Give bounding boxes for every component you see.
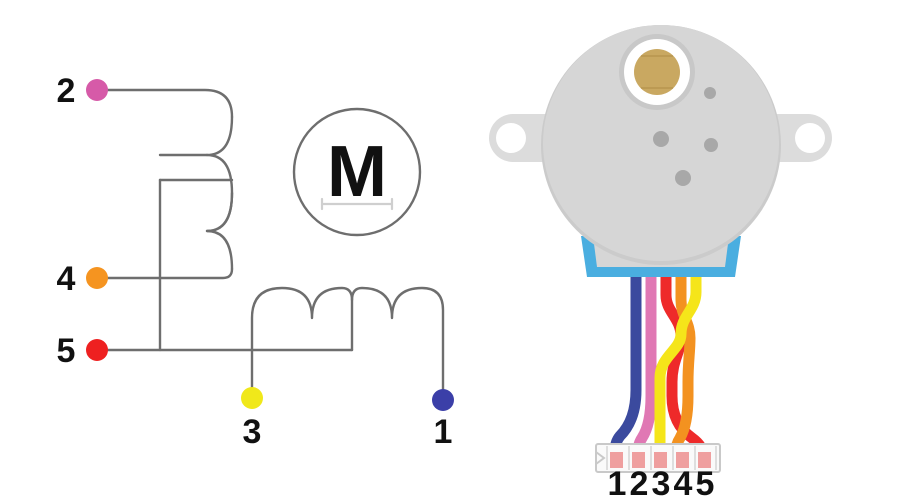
- motor-body: [489, 25, 832, 277]
- contact-pad-1: [610, 452, 623, 468]
- winding-paths: [95, 88, 445, 402]
- connector-contact-pads: [610, 452, 711, 468]
- contact-pad-5: [698, 452, 711, 468]
- contact-pad-2: [632, 452, 645, 468]
- blue-wire: [609, 258, 642, 462]
- lead-pin4: [95, 267, 234, 280]
- coil-horizontal-left: [250, 286, 354, 352]
- mounting-hole-right: [795, 123, 825, 153]
- terminal-dot-2[interactable]: [86, 79, 108, 101]
- schematic-terminals: 2 4 5 3 1: [57, 72, 454, 451]
- terminal-label-3: 3: [243, 413, 262, 451]
- terminal-dot-3[interactable]: [241, 387, 263, 409]
- connector-pin-label-3: 3: [652, 465, 671, 500]
- yellow-wire: [654, 258, 702, 462]
- dimple-centre-right: [704, 138, 718, 152]
- motor-symbol: M: [292, 107, 422, 237]
- contact-pad-3: [654, 452, 667, 468]
- dimple-centre-left: [653, 131, 669, 147]
- shaft: [634, 49, 680, 95]
- connector-pin-label-5: 5: [696, 465, 715, 500]
- motor-can-dimples: [653, 87, 718, 186]
- terminal-4[interactable]: 4: [57, 260, 108, 298]
- connector-slot-dividers: [606, 446, 717, 470]
- connector-pin-label-1: 1: [608, 465, 627, 500]
- terminal-dot-5[interactable]: [86, 339, 108, 361]
- connector-pin-label-4: 4: [674, 465, 693, 500]
- motor-symbol-underline: [320, 197, 394, 211]
- motor-shaft-assembly: [619, 34, 695, 110]
- terminal-label-1: 1: [434, 413, 453, 451]
- mounting-hole-left: [496, 123, 526, 153]
- connector-pin-labels: 1 2 3 4 5: [608, 465, 715, 500]
- wire-harness: [609, 258, 709, 462]
- terminal-2[interactable]: 2: [57, 72, 108, 110]
- coil-horizontal-right: [350, 286, 445, 402]
- terminal-3[interactable]: 3: [241, 387, 263, 451]
- terminal-5[interactable]: 5: [57, 332, 108, 370]
- connector-housing[interactable]: [595, 443, 721, 473]
- terminal-label-4: 4: [57, 260, 76, 298]
- terminal-1[interactable]: 1: [432, 389, 454, 451]
- motor-symbol-letter: M: [327, 132, 387, 212]
- connector-pin-label-2: 2: [630, 465, 649, 500]
- terminal-label-5: 5: [57, 332, 76, 370]
- terminal-dot-4[interactable]: [86, 267, 108, 289]
- lead-pin2: [95, 88, 234, 119]
- dimple-lower: [675, 170, 691, 186]
- terminal-dot-1[interactable]: [432, 389, 454, 411]
- coil-vertical-lower: [205, 191, 234, 271]
- contact-pad-4: [676, 452, 689, 468]
- dimple-upper-right: [704, 87, 716, 99]
- shaft-flats: [641, 55, 673, 89]
- connector-key-notch: [595, 451, 606, 465]
- terminal-label-2: 2: [57, 72, 76, 110]
